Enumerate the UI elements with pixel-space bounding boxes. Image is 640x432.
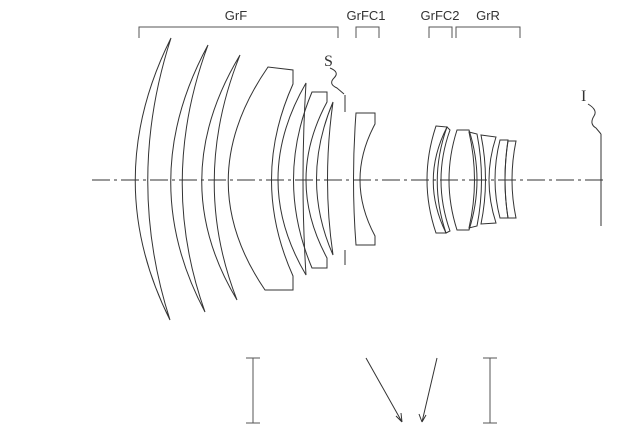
image-plane-label: I <box>581 88 586 105</box>
label-grfc2: GrFC2 <box>421 8 460 23</box>
bracket-grfc1 <box>355 26 380 38</box>
lens-f1 <box>134 37 172 321</box>
lens-f7 <box>316 101 334 256</box>
image-leader <box>587 103 602 135</box>
lens-r3 <box>480 134 497 225</box>
bracket-grf <box>138 26 339 38</box>
lens-r2 <box>468 131 482 229</box>
lens-fc2-b <box>436 126 451 234</box>
bracket-grfc2 <box>428 26 453 38</box>
lens-f3 <box>201 54 241 301</box>
lens-f6 <box>293 91 328 269</box>
stop-label: S <box>324 53 333 70</box>
bracket-grr <box>455 26 521 38</box>
lens-fc1 <box>353 112 376 246</box>
lens-f2 <box>170 44 209 313</box>
lens-f5 <box>277 82 307 276</box>
fixed-indicator-front <box>246 357 260 424</box>
stop-leader <box>329 67 345 95</box>
label-grr: GrR <box>476 8 500 23</box>
move-arrow-fc1 <box>365 357 403 423</box>
label-grf: GrF <box>225 8 247 23</box>
lens-f4 <box>227 66 294 291</box>
label-grfc1: GrFC1 <box>347 8 386 23</box>
lens-r1 <box>448 129 478 231</box>
fixed-indicator-rear <box>483 357 497 424</box>
lens-r5 <box>504 140 517 219</box>
move-arrow-fc2 <box>418 357 438 423</box>
